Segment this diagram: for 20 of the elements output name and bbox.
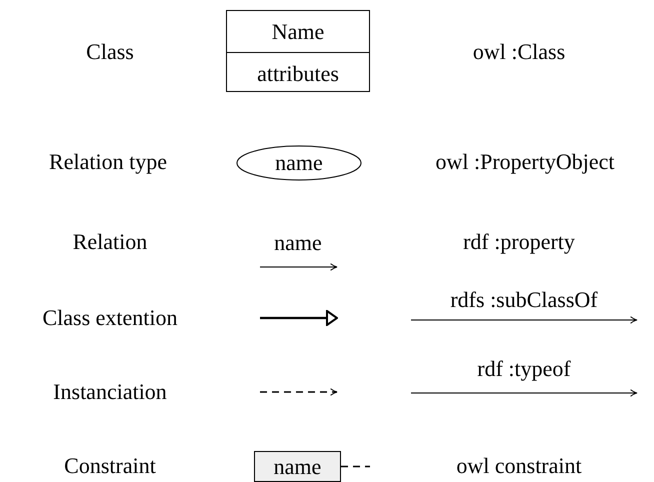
row-label: Relation [72, 229, 148, 255]
owl-term: rdfs :subClassOf [450, 287, 598, 313]
constraint-name: name [272, 453, 322, 481]
class-name: Name [270, 18, 326, 46]
constraint-box [254, 451, 341, 482]
row-label: Class [86, 39, 134, 65]
row-label: Class extention [42, 305, 178, 331]
relation-type-ellipse [236, 145, 362, 181]
owl-term: rdf :property [463, 229, 575, 255]
class-box [226, 10, 370, 92]
owl-term: owl :Class [472, 39, 566, 65]
row-label: Constraint [64, 453, 156, 479]
owl-term: owl :PropertyObject [435, 149, 615, 175]
row-label: Instanciation [53, 379, 167, 405]
owl-term: rdf :typeof [477, 356, 571, 382]
class-attributes: attributes [227, 52, 369, 93]
owl-term: owl constraint [456, 453, 582, 479]
relation-type-name: name [274, 149, 324, 177]
row-label: Relation type [49, 149, 167, 175]
arrow-label: name [274, 230, 322, 256]
